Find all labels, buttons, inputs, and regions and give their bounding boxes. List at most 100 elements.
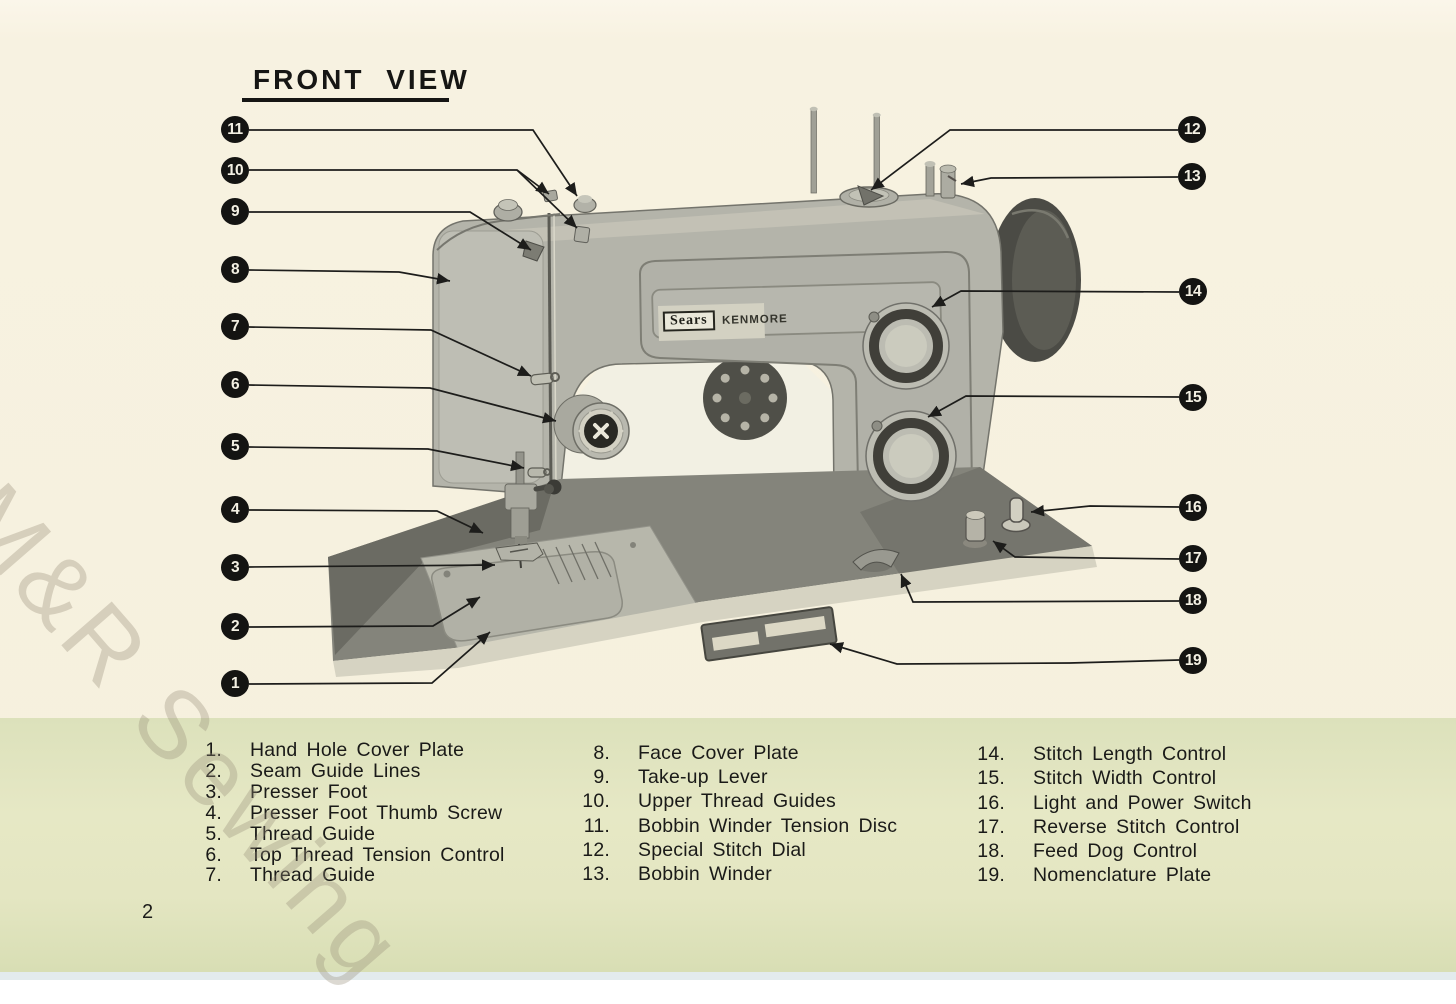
presser-foot-assembly <box>495 451 562 569</box>
callout-line-7 <box>248 326 532 377</box>
legend-label: Face Cover Plate <box>638 742 799 764</box>
page-bottom-edge <box>0 972 1456 980</box>
callout-5: 5 <box>221 433 249 460</box>
seam-guide-lines <box>542 541 612 585</box>
callout-4: 4 <box>221 496 249 523</box>
callout-line-15 <box>927 395 1180 418</box>
page-number: 2 <box>142 901 154 923</box>
legend-item: 4.Presser Foot Thumb Screw <box>188 801 505 824</box>
bed-front-lip <box>451 610 706 655</box>
plate-screw <box>443 570 451 578</box>
legend-column-1: 1.Hand Hole Cover Plate 2.Seam Guide Lin… <box>188 740 505 886</box>
bed-left-shadow <box>328 481 555 655</box>
legend-number: 11. <box>583 814 610 837</box>
legend-label: Light and Power Switch <box>1033 791 1252 814</box>
callout-line-14 <box>931 290 1180 308</box>
legend-number: 8. <box>593 742 610 764</box>
legend-label: Nomenclature Plate <box>1033 864 1212 887</box>
callout-11: 11 <box>221 116 249 143</box>
legend-item: 8. Face Cover Plate <box>576 741 897 765</box>
legend-number: 7. <box>205 864 222 887</box>
legend-item: 12.Special Stitch Dial <box>576 838 897 862</box>
callout-line-18 <box>900 573 1180 603</box>
sears-logo-badge: Sears <box>662 310 715 332</box>
legend-item: 10. Upper Thread Guides <box>576 789 897 813</box>
callout-line-12 <box>870 129 1178 191</box>
callout-line-19 <box>829 642 1180 665</box>
legend-item: 16.Light and Power Switch <box>971 791 1252 815</box>
callout-line-10a <box>249 169 550 195</box>
legend-number: 17. <box>977 815 1005 838</box>
legend-item: 2.Seam Guide Lines <box>188 761 505 782</box>
legend-label: Bobbin Winder Tension Disc <box>638 814 898 837</box>
legend-number: 10. <box>582 790 610 813</box>
thread-guide-lower <box>527 467 551 478</box>
legend-number: 6. <box>205 843 222 866</box>
bobbin-winder <box>924 161 957 199</box>
callout-8: 8 <box>221 256 249 283</box>
bobbin-winder-tension-disc <box>573 195 597 214</box>
callout-19: 19 <box>1179 647 1207 674</box>
plate-screw <box>630 542 636 548</box>
kenmore-label: KENMORE <box>721 313 788 327</box>
callout-lines <box>248 129 1180 685</box>
legend-label: Hand Hole Cover Plate <box>250 739 465 761</box>
legend-label: Presser Foot <box>250 780 368 803</box>
legend-label: Top Thread Tension Control <box>250 843 505 866</box>
upper-thread-guide-b <box>573 225 591 244</box>
spool-pins <box>809 106 881 200</box>
legend-number: 3. <box>205 780 222 803</box>
callout-line-8 <box>248 269 451 285</box>
bed-front-face <box>333 546 1097 677</box>
callout-14: 14 <box>1179 278 1207 305</box>
callout-line-1 <box>248 631 491 685</box>
legend-label: Upper Thread Guides <box>638 790 836 813</box>
legend-number: 2. <box>205 759 222 782</box>
legend-label: Presser Foot Thumb Screw <box>250 801 503 824</box>
feed-dog-control <box>852 549 900 572</box>
callout-6: 6 <box>221 371 249 398</box>
head-seam <box>547 212 553 491</box>
legend-item: 14.Stitch Length Control <box>971 742 1252 766</box>
callout-17: 17 <box>1179 545 1207 572</box>
legend-label: Reverse Stitch Control <box>1033 815 1240 838</box>
callout-line-2 <box>248 596 481 628</box>
callout-line-4 <box>248 509 484 534</box>
internal-gear <box>703 356 787 440</box>
face-cover-plate <box>438 230 544 484</box>
callout-18: 18 <box>1179 587 1207 614</box>
bed-right-shadow <box>860 467 1092 575</box>
callout-2: 2 <box>221 613 249 640</box>
legend-number: 18. <box>977 840 1005 863</box>
legend-item: 18.Feed Dog Control <box>971 839 1252 863</box>
head-ridge <box>436 213 561 251</box>
take-up-lever <box>522 240 545 262</box>
bed-top <box>328 467 1092 661</box>
callout-line-17 <box>992 540 1180 560</box>
legend-number: 9. <box>593 766 610 789</box>
legend-number: 19. <box>977 864 1005 887</box>
needle <box>518 543 522 569</box>
light-power-switch <box>1001 497 1031 533</box>
callout-10: 10 <box>221 157 249 184</box>
presser-foot <box>495 542 544 562</box>
legend-column-2: 8. Face Cover Plate 9.Take-up Lever 10. Up… <box>576 741 897 886</box>
hand-hole-cover-plate <box>431 550 623 642</box>
special-stitch-dial <box>839 185 899 208</box>
callout-line-13 <box>960 175 1179 188</box>
legend-label: Thread Guide <box>250 864 376 887</box>
legend-item: 15.Stitch Width Control <box>971 766 1252 790</box>
callout-line-11 <box>249 129 578 197</box>
callout-12: 12 <box>1178 116 1206 143</box>
legend-item: 5.Thread Guide <box>188 823 505 845</box>
stitch-length-dial <box>862 302 950 390</box>
legend-item: 13.Bobbin Winder <box>576 862 897 886</box>
callout-1: 1 <box>221 670 249 697</box>
tension-dial <box>553 394 630 460</box>
callout-3: 3 <box>221 554 249 581</box>
legend-item: 9.Take-up Lever <box>576 765 897 789</box>
callout-line-3 <box>248 559 496 571</box>
legend-item: 1.Hand Hole Cover Plate <box>188 740 505 761</box>
balance-wheel <box>989 198 1081 362</box>
legend-item: 11. Bobbin Winder Tension Disc <box>576 814 897 838</box>
